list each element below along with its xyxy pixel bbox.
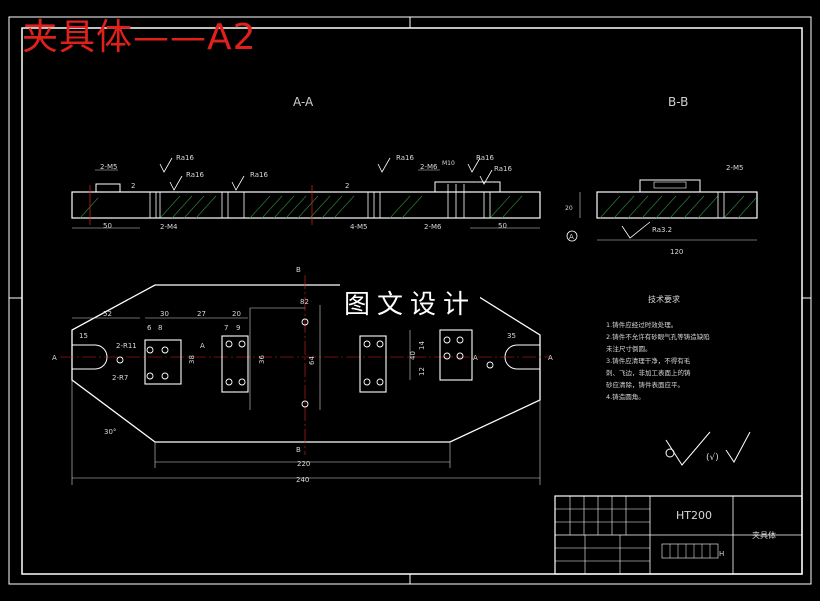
bb-height: 20 (565, 205, 573, 212)
notes-title: 技术要求 (648, 294, 680, 304)
title-block (554, 495, 803, 575)
dim-35: 35 (507, 332, 516, 340)
dim-r7: 2-R7 (112, 374, 128, 382)
scale-mark: H (719, 550, 724, 558)
dim-r11: 2-R11 (116, 342, 137, 350)
block-1 (144, 339, 182, 385)
section-mark-a-right: A (548, 354, 553, 362)
aa-m5-left: 2-M5 (100, 163, 117, 171)
dim-20a: 20 (232, 310, 241, 318)
aa-m5-mid: 4-M5 (350, 223, 367, 231)
aa-m4: 2-M4 (160, 223, 178, 231)
material-label: HT200 (676, 509, 712, 522)
dim-82: 82 (300, 298, 309, 306)
aa-ra-2: Ra16 (186, 171, 204, 179)
note-line-4: 刺、飞边，非加工表面上的铸 (606, 368, 691, 377)
plan-holes (116, 318, 494, 408)
dim-8: 8 (158, 324, 162, 332)
dim-240: 240 (296, 476, 309, 484)
block-4 (439, 329, 473, 381)
section-mark-b-bottom: B (296, 446, 301, 454)
aa-ra-4: Ra16 (396, 154, 414, 162)
note-line-0: 1.铸件应经过时效处理。 (606, 320, 677, 329)
section-bb-view: 2-M5 120 20 A Ra3.2 (565, 164, 758, 256)
aa-dim-thick: 2 (131, 182, 135, 190)
dim-40: 40 (409, 351, 417, 360)
tech-notes: 技术要求 1.铸件应经过时效处理。 2.铸件不允许有砂眼气孔等铸造缺陷 未注尺寸… (606, 294, 751, 466)
section-aa-view: 2-M5 2-M4 4-M5 2-M6 2-M6 50 50 2 2 M10 R… (71, 154, 541, 231)
bb-datum-circle (566, 230, 578, 242)
roughness-general (665, 431, 751, 466)
aa-cap-mark: M10 (442, 160, 455, 167)
aa-dim-left: 50 (103, 222, 112, 230)
dim-52: 52 (103, 310, 112, 318)
aa-roughness-symbols (159, 157, 493, 191)
note-line-5: 砂应清除，铸件表面应平。 (606, 380, 684, 389)
section-bb-label: B-B (668, 95, 688, 109)
dim-27: 27 (197, 310, 206, 318)
dim-15: 15 (79, 332, 88, 340)
aa-ra-6: Ra16 (494, 165, 512, 173)
note-line-6: 4.铸造圆角。 (606, 392, 645, 401)
note-line-2: 未注尺寸倒圆。 (606, 344, 652, 353)
dim-9: 9 (236, 324, 240, 332)
block-3 (359, 335, 387, 393)
dim-38: 38 (188, 355, 196, 364)
note-line-1: 2.铸件不允许有砂眼气孔等铸造缺陷 (606, 332, 710, 341)
bb-ra32: Ra3.2 (652, 226, 672, 234)
drawing-title: 夹具体——A2 (22, 17, 257, 58)
aa-m6-bottom: 2-M6 (424, 223, 442, 231)
plan-view: 52 30 27 20 15 6 8 7 9 82 64 35 14 12 22… (52, 266, 553, 485)
part-name-label: 夹具体 (752, 530, 776, 540)
note-line-3: 3.铸件应清理干净，不得有毛 (606, 356, 691, 365)
section-mark-a-left: A (52, 354, 57, 362)
dim-36: 36 (258, 355, 266, 364)
aa-ra-5: Ra16 (476, 154, 494, 162)
dim-7: 7 (224, 324, 228, 332)
section-mark-b-top: B (296, 266, 301, 274)
dim-angle: 30° (104, 428, 116, 436)
inner-frame (21, 27, 803, 575)
section-mark-a-mid2: A (473, 354, 478, 362)
centering-marks (9, 17, 811, 584)
section-aa-label: A-A (293, 95, 314, 109)
bb-datum: A (569, 233, 574, 241)
rough-symbol: (√) (706, 452, 719, 463)
dim-64: 64 (308, 356, 316, 365)
dim-12: 12 (418, 367, 426, 376)
dim-6: 6 (147, 324, 152, 332)
dim-220: 220 (297, 460, 310, 468)
bb-m5: 2-M5 (726, 164, 743, 172)
aa-m6-top: 2-M6 (420, 163, 438, 171)
aa-dim-thick2: 2 (345, 182, 349, 190)
block-2 (221, 335, 249, 393)
design-watermark: 图文设计 (340, 284, 481, 321)
aa-holes (149, 184, 491, 218)
aa-ra-3: Ra16 (250, 171, 268, 179)
aa-ra-1: Ra16 (176, 154, 194, 162)
aa-hatch (79, 195, 523, 219)
bb-body (596, 191, 758, 219)
aa-body (71, 191, 541, 219)
dim-30: 30 (160, 310, 169, 318)
dim-14: 14 (418, 341, 426, 350)
bb-width: 120 (670, 248, 683, 256)
section-mark-a-mid1: A (200, 342, 205, 350)
aa-dim-right: 50 (498, 222, 507, 230)
